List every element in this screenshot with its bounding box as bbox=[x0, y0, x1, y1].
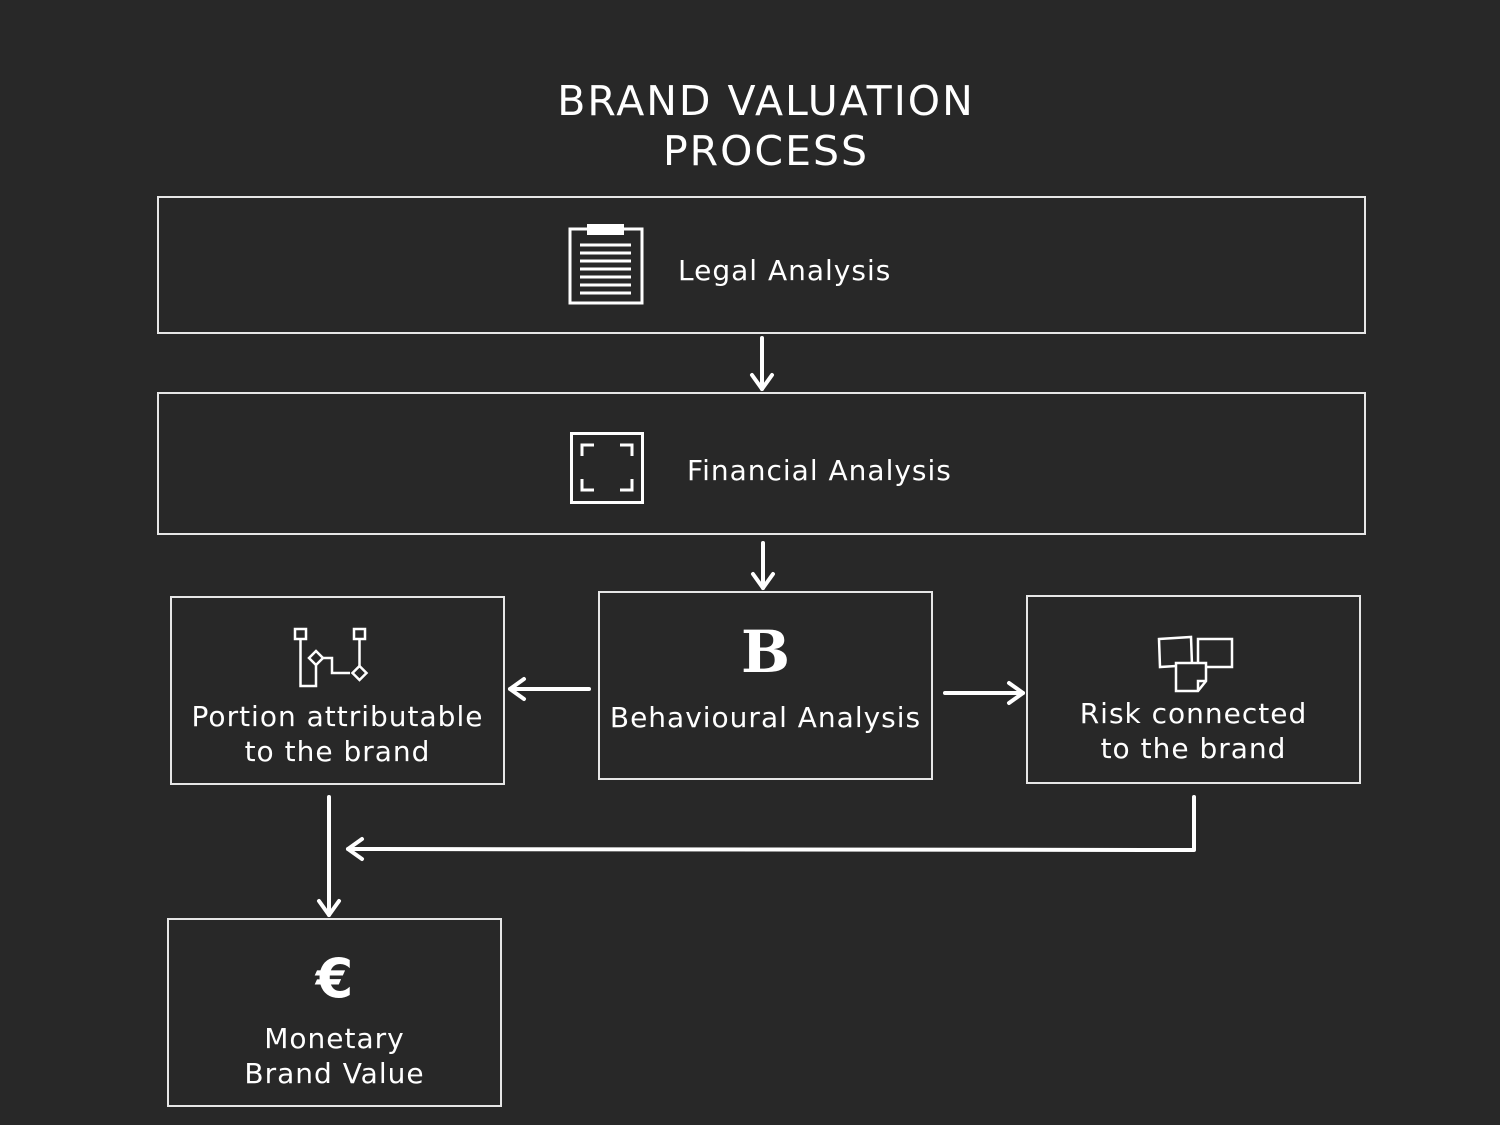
letter-b-icon: B bbox=[740, 618, 791, 686]
risk-connected-label: Risk connected to the brand bbox=[1079, 697, 1308, 765]
arrow-financial-to-behavioural bbox=[751, 541, 775, 590]
euro-icon: € bbox=[315, 947, 354, 1010]
legal-analysis-label: Legal Analysis bbox=[678, 254, 892, 287]
title-line-2: PROCESS bbox=[662, 127, 870, 175]
behavioural-analysis-box: B Behavioural Analysis bbox=[598, 591, 933, 780]
clipboard-icon bbox=[568, 224, 644, 305]
arrow-behavioural-to-risk bbox=[943, 681, 1025, 705]
frame-corners-icon bbox=[570, 432, 644, 504]
behavioural-analysis-label: Behavioural Analysis bbox=[609, 701, 922, 734]
arrow-behavioural-to-portion bbox=[508, 677, 591, 701]
portion-attributable-box: Portion attributable to the brand bbox=[170, 596, 505, 785]
flowchart-icon bbox=[293, 627, 369, 688]
title-line-1: BRAND VALUATION bbox=[557, 77, 975, 125]
arrow-portion-to-monetary bbox=[317, 795, 341, 917]
monetary-brand-value-box: € Monetary Brand Value bbox=[167, 918, 502, 1107]
monetary-brand-value-label: Monetary Brand Value bbox=[244, 1022, 425, 1090]
arrow-legal-to-financial bbox=[750, 336, 774, 391]
diagram-title: BRAND VALUATION PROCESS bbox=[0, 76, 1500, 176]
risk-connected-box: Risk connected to the brand bbox=[1026, 595, 1361, 784]
arrow-risk-to-portion-path bbox=[346, 795, 1196, 861]
financial-analysis-box: Financial Analysis bbox=[157, 392, 1366, 535]
portion-attributable-label: Portion attributable to the brand bbox=[191, 700, 484, 768]
sticky-notes-icon bbox=[1157, 635, 1234, 693]
legal-analysis-box: Legal Analysis bbox=[157, 196, 1366, 334]
financial-analysis-label: Financial Analysis bbox=[687, 454, 952, 487]
